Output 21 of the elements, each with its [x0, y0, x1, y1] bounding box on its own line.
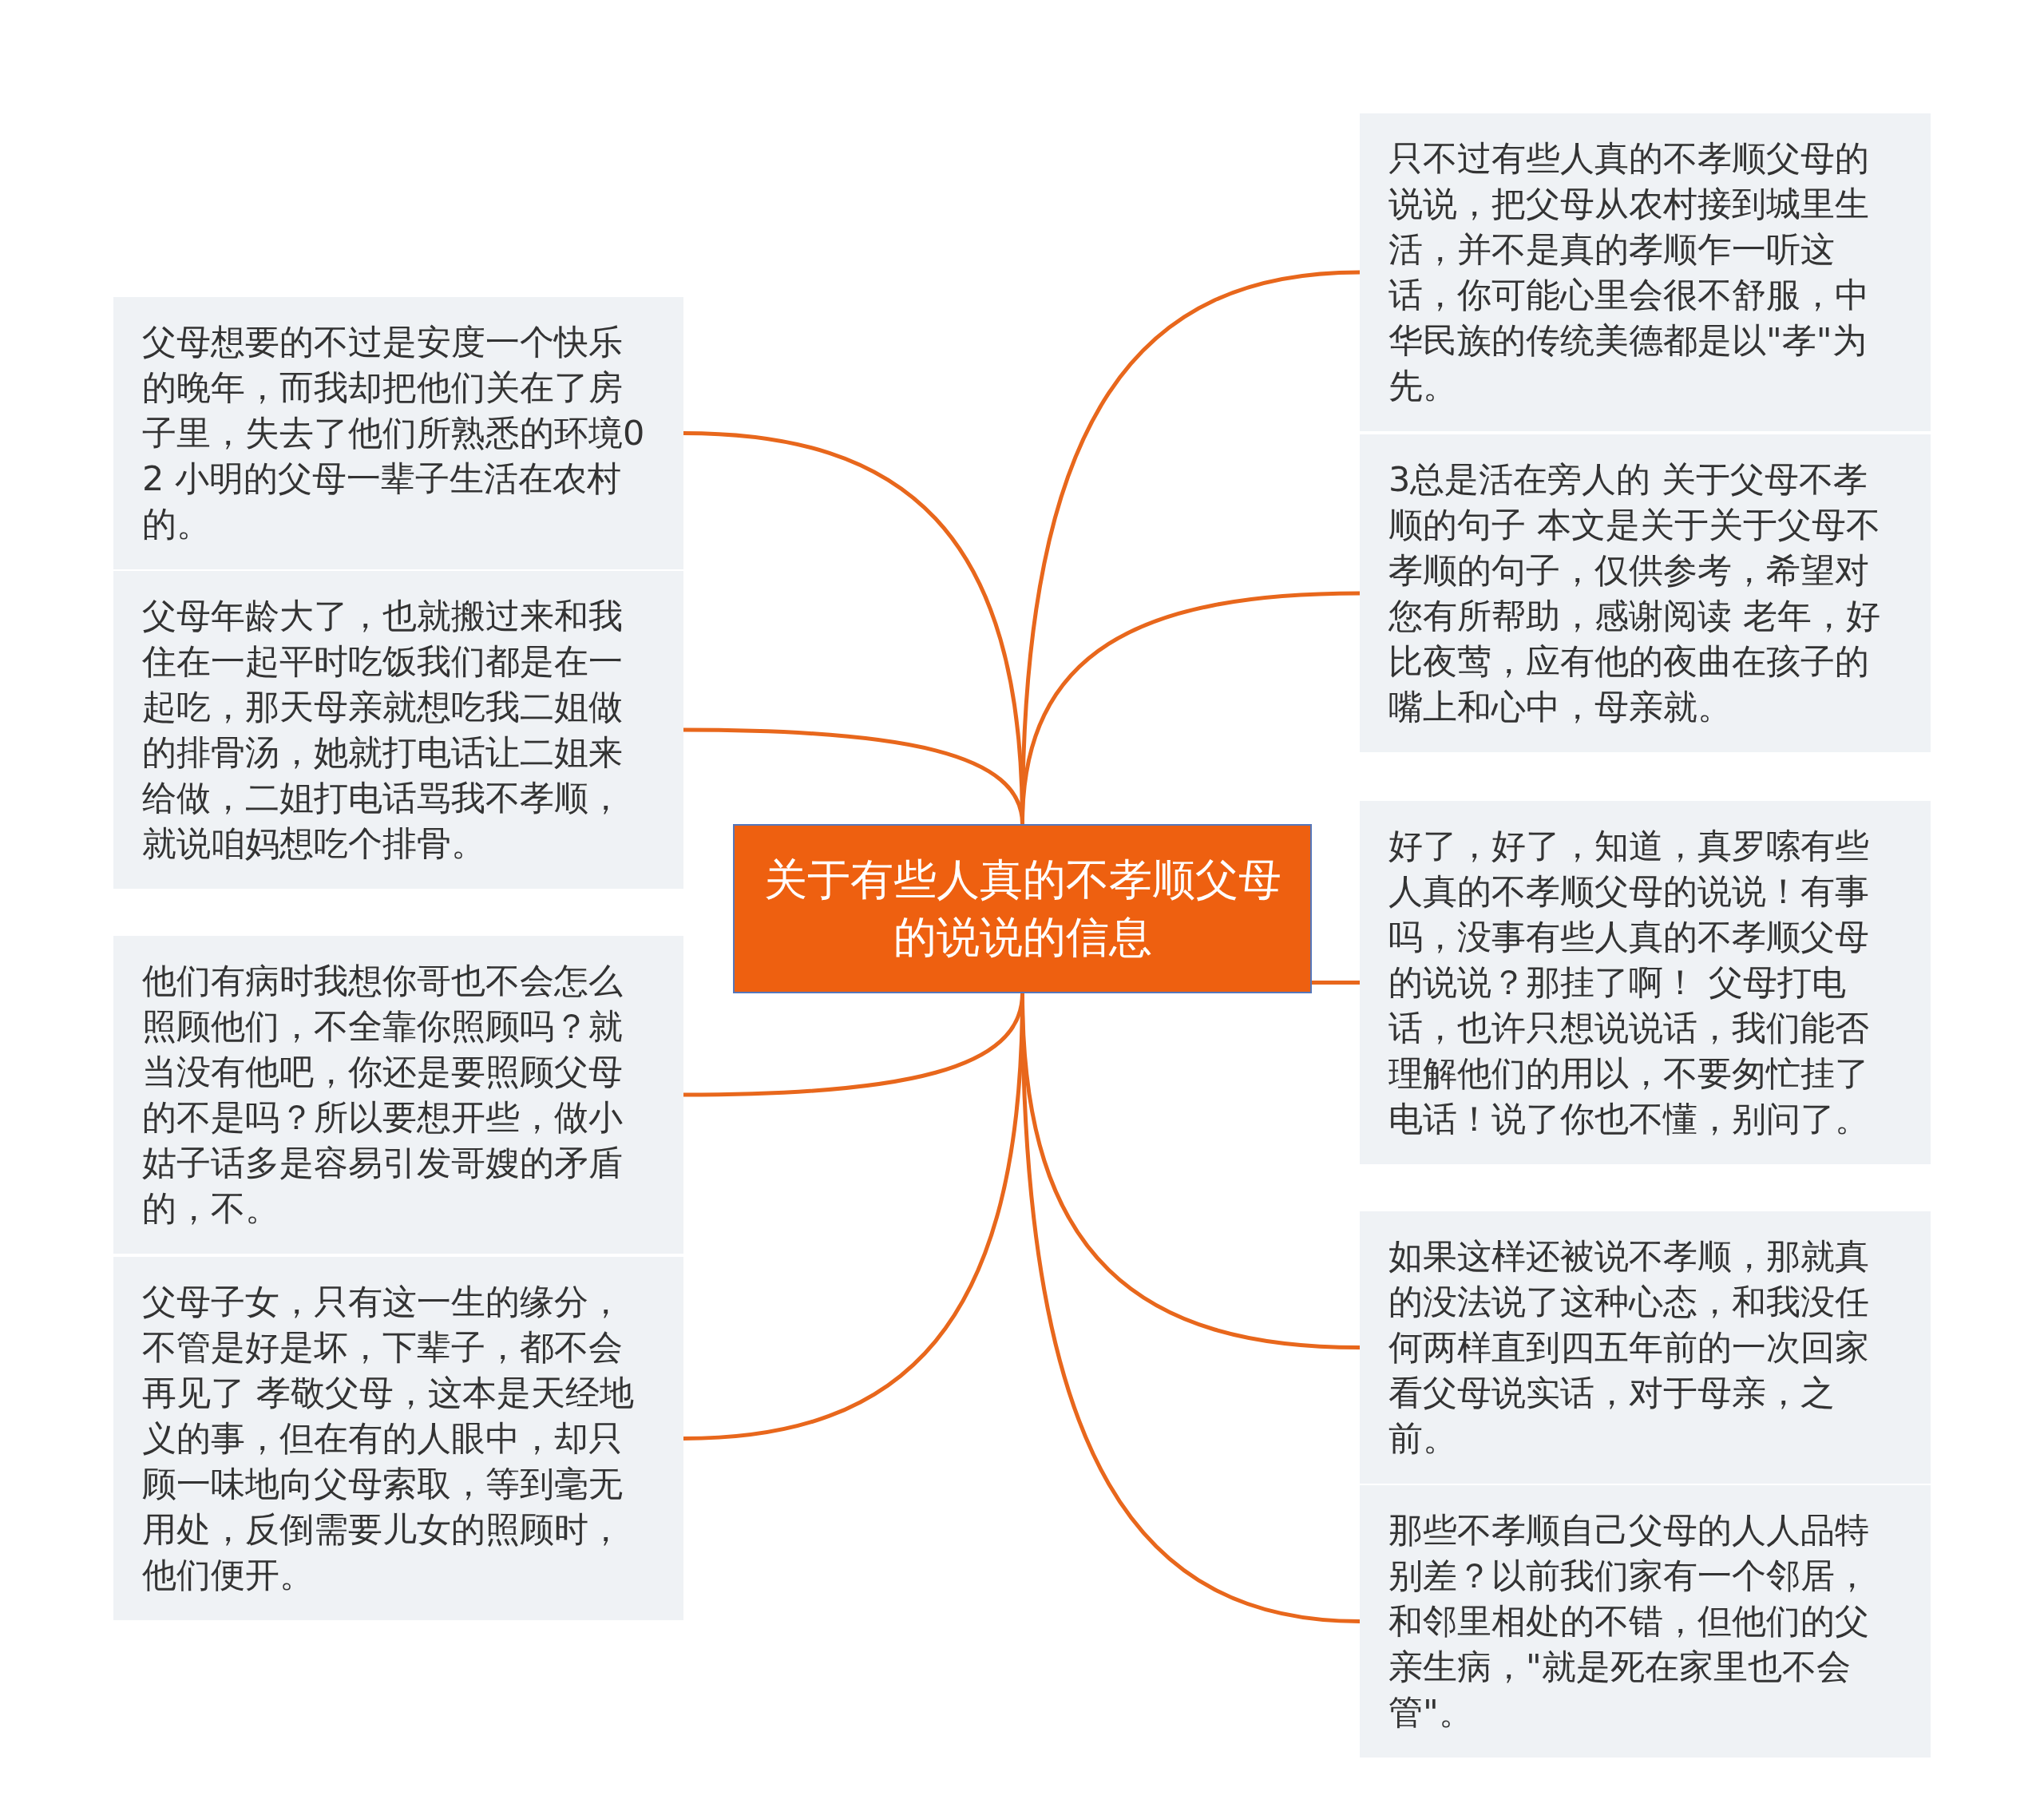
topic-text: 那些不孝顺自己父母的人人品特别差？以前我们家有一个邻居，和邻里相处的不错，但他们的父亲生病，"就是死在家里也不会管"。: [1388, 1509, 1870, 1734]
topic-box: [113, 571, 683, 889]
topic-box: [1360, 434, 1931, 752]
topic-text: 如果这样还被说不孝顺，那就真的没法说了这种心态，和我没任何两样直到四五年前的一次回家看父母说实话，对于母亲，之前。: [1388, 1235, 1870, 1460]
topic-text: 父母子女，只有这一生的缘分，不管是好是坏，下辈子，都不会再见了 孝敬父母，这本是天经地义的事，但在有的人眼中，却只顾一味地向父母索取，等到毫无用处，反倒需要儿女的照顾时，他们便开。: [142, 1281, 635, 1596]
topic-text: 他们有病时我想你哥也不会怎么照顾他们，不全靠你照顾吗？就当没有他吧，你还是要照顾父母的不是吗？所以要想开些，做小姑子话多是容易引发哥嫂的矛盾的，不。: [142, 960, 624, 1230]
topic-text: 只不过有些人真的不孝顺父母的说说，把父母从农村接到城里生活，并不是真的孝顺乍一听这话，你可能心里会很不舒服，中华民族的传统美德都是以"孝"为先。: [1388, 137, 1870, 407]
topic-text: 3总是活在旁人的 关于父母不孝顺的句子 本文是关于关于父母不孝顺的句子，仅供参考，希望对您有所帮助，感谢阅读 老年，好比夜莺，应有他的夜曲在孩子的嘴上和心中，母亲就。: [1388, 458, 1881, 728]
topic-text: 好了，好了，知道，真罗嗦有些人真的不孝顺父母的说说！有事吗，没事有些人真的不孝顺父母的说说？那挂了啊！ 父母打电话，也许只想说说话，我们能否理解他们的用以，不要匆忙挂了电话！说了你也不懂，别问了。: [1388, 825, 1870, 1140]
central-topic-text: 关于有些人真的不孝顺父母的说说的信息: [763, 854, 1281, 964]
topic-box: [1360, 801, 1931, 1164]
topic-text: 父母想要的不过是安度一个快乐的晚年，而我却把他们关在了房子里，失去了他们所熟悉的环境02 小明的父母一辈子生活在农村的。: [142, 321, 646, 545]
topic-box: [113, 1257, 683, 1620]
central-topic-box: [733, 824, 1312, 993]
topic-box: [113, 936, 683, 1254]
topic-box: [113, 297, 683, 569]
topic-box: [1360, 113, 1931, 431]
connector-curve: [1312, 981, 1360, 985]
topic-text: 父母年龄大了，也就搬过来和我住在一起平时吃饭我们都是在一起吃，那天母亲就想吃我二姐做的排骨汤，她就打电话让二姐来给做，二姐打电话骂我不孝顺，就说咱妈想吃个排骨。: [142, 595, 624, 865]
topic-box: [1360, 1211, 1931, 1484]
topic-box: [1360, 1485, 1931, 1758]
